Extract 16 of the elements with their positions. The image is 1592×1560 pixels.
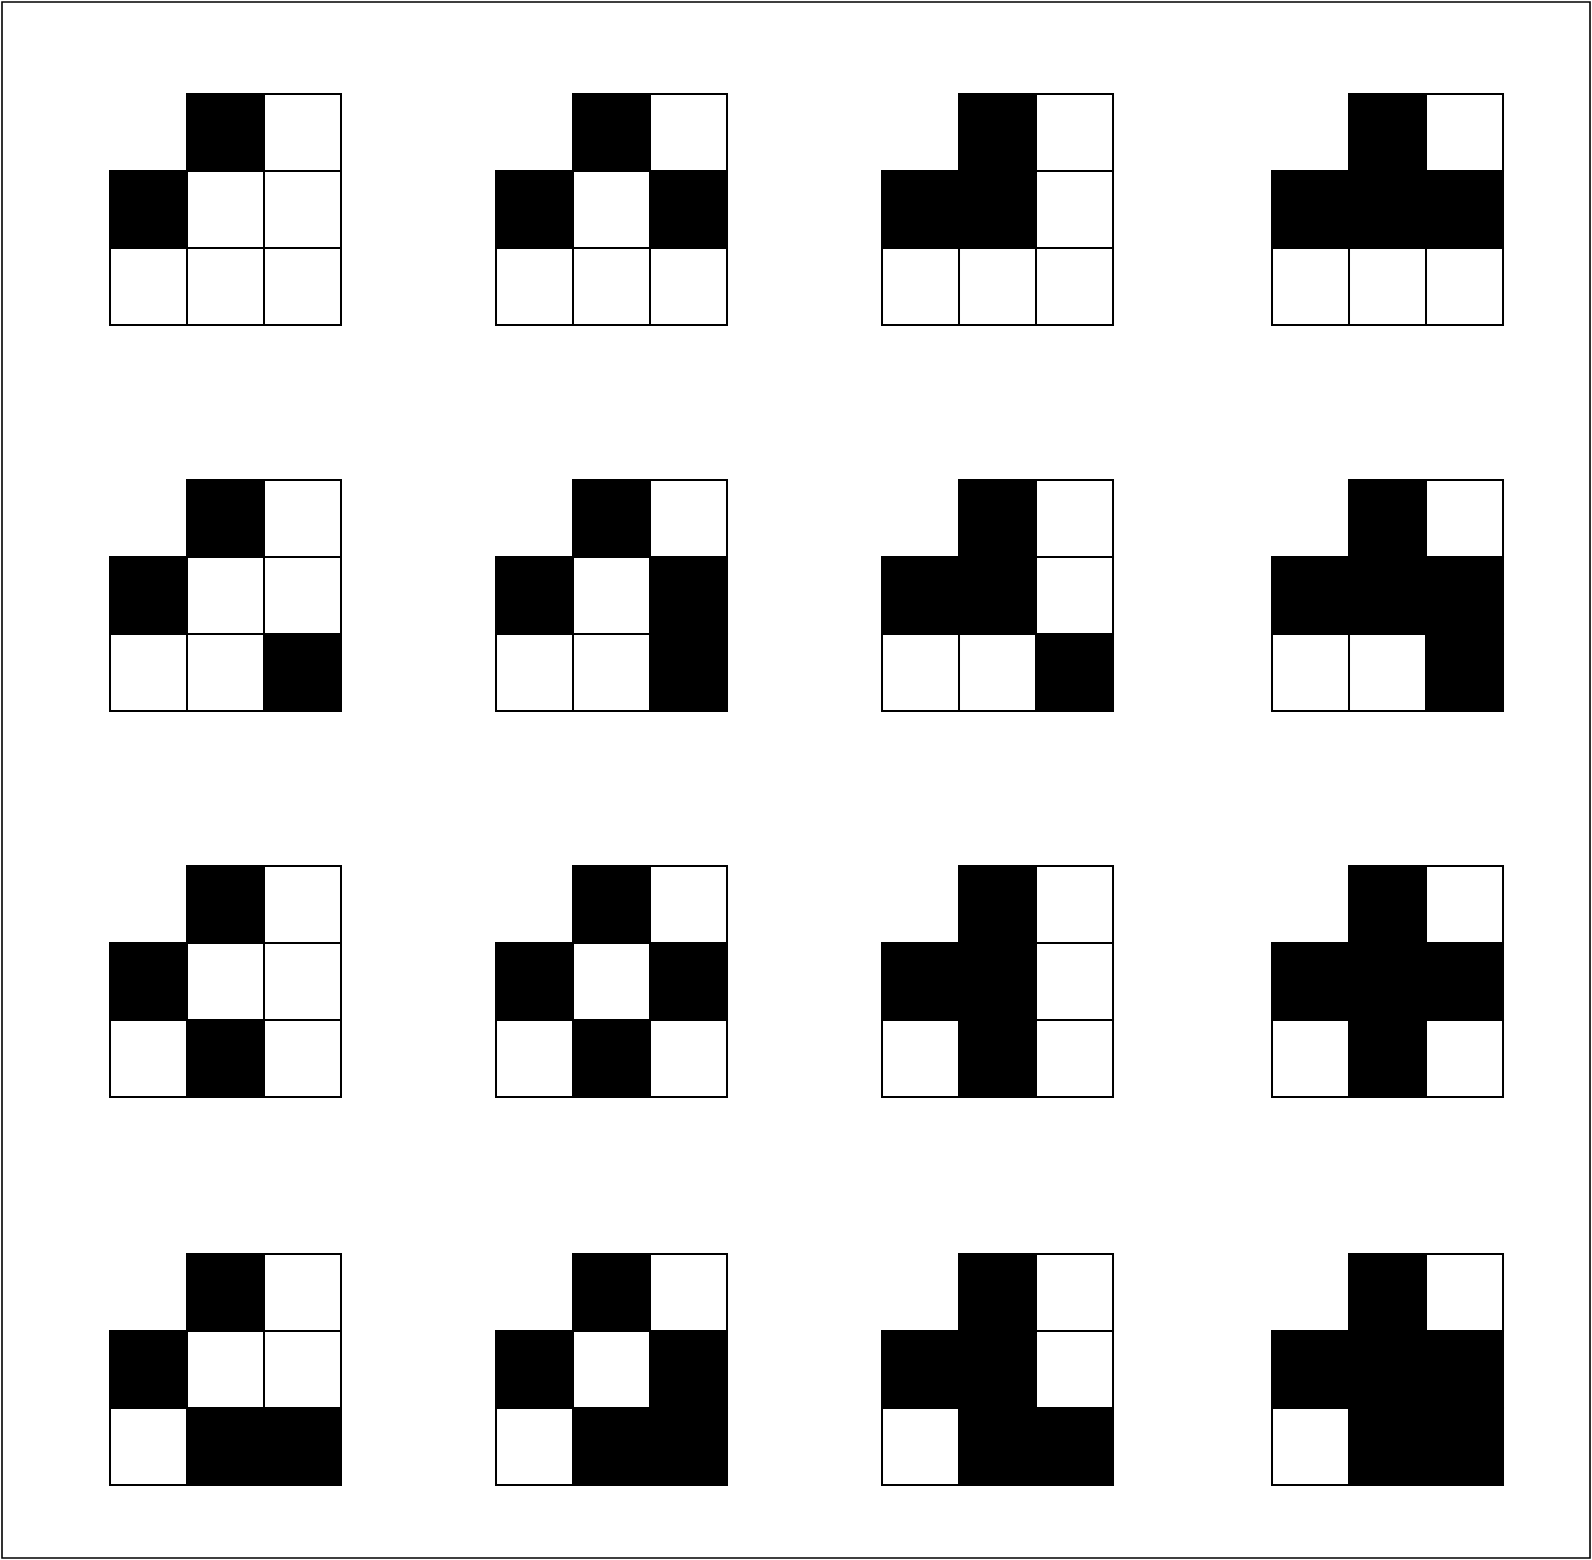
cell-pattern-drawing: [109, 1253, 342, 1486]
cell-pattern-drawing: [881, 93, 1114, 326]
cell-pattern-drawing: [881, 479, 1114, 712]
cell-pattern-drawing: [1271, 93, 1504, 326]
cell-pattern-drawing: [109, 93, 342, 326]
cell-pattern-drawing: [495, 1253, 728, 1486]
cell-pattern-drawing: [1271, 479, 1504, 712]
cell-pattern-drawing: [1271, 1253, 1504, 1486]
cell-pattern-drawing: [495, 865, 728, 1098]
cell-pattern-drawing: [881, 1253, 1114, 1486]
cell-pattern-drawing: [109, 865, 342, 1098]
cell-pattern-drawing: [495, 479, 728, 712]
cell-pattern-drawing: [881, 865, 1114, 1098]
cell-pattern-drawing: [1271, 865, 1504, 1098]
cell-pattern-drawing: [109, 479, 342, 712]
cell-pattern-drawing: [495, 93, 728, 326]
